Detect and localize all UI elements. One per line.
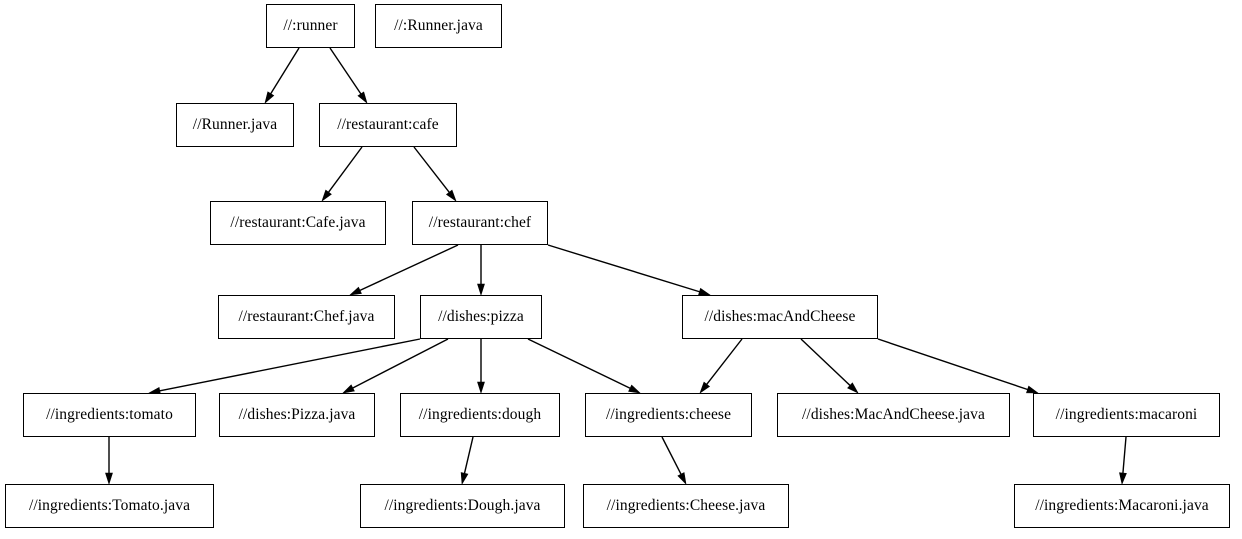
graph-node-restaurant_chef_java: //restaurant:Chef.java — [218, 295, 395, 339]
graph-node-runner_java: //Runner.java — [176, 103, 294, 147]
graph-node-ing_cheese_java: //ingredients:Cheese.java — [583, 484, 789, 528]
graph-node-dishes_mac_java: //dishes:MacAndCheese.java — [777, 393, 1010, 437]
graph-node-restaurant_cafe_java: //restaurant:Cafe.java — [210, 201, 386, 245]
graph-node-label: //restaurant:cafe — [337, 116, 439, 134]
graph-edge-runner-to-restaurant_cafe — [329, 47, 368, 104]
graph-node-dishes_pizza: //dishes:pizza — [420, 295, 542, 339]
graph-node-runner: //:runner — [266, 4, 355, 48]
graph-node-label: //ingredients:Tomato.java — [28, 497, 191, 515]
graph-node-dishes_pizza_java: //dishes:Pizza.java — [219, 393, 375, 437]
graph-node-label: //restaurant:Chef.java — [238, 308, 375, 326]
graph-edge-restaurant_chef-to-dishes_macandcheese — [547, 244, 711, 296]
graph-node-ing_dough_java: //ingredients:Dough.java — [360, 484, 565, 528]
graph-edge-restaurant_cafe-to-restaurant_chef — [413, 146, 457, 202]
graph-node-label: //dishes:Pizza.java — [238, 406, 356, 424]
graph-edge-dishes_macandcheese-to-dishes_mac_java — [800, 338, 859, 394]
graph-node-ing_macaroni: //ingredients:macaroni — [1033, 393, 1220, 437]
graph-node-restaurant_cafe: //restaurant:cafe — [319, 103, 457, 147]
graph-node-ing_macaroni_java: //ingredients:Macaroni.java — [1014, 484, 1230, 528]
graph-edge-ing_dough-to-ing_dough_java — [460, 436, 474, 485]
graph-node-label: //restaurant:chef — [428, 214, 532, 232]
graph-node-label: //ingredients:macaroni — [1055, 406, 1198, 424]
graph-node-label: //restaurant:Cafe.java — [230, 214, 366, 232]
graph-edge-runner-to-runner_java — [264, 47, 300, 104]
graph-node-label: //dishes:pizza — [438, 308, 524, 326]
graph-edge-restaurant_cafe-to-restaurant_cafe_java — [321, 146, 363, 202]
graph-node-dishes_macandcheese: //dishes:macAndCheese — [682, 295, 878, 339]
graph-node-restaurant_chef: //restaurant:chef — [412, 201, 548, 245]
graph-edge-dishes_pizza-to-ing_dough — [477, 339, 485, 394]
graph-node-label: //ingredients:Cheese.java — [606, 497, 766, 515]
graph-node-label: //:Runner.java — [394, 17, 483, 35]
graph-edge-dishes_macandcheese-to-ing_macaroni — [877, 338, 1039, 394]
graph-node-ing_tomato: //ingredients:tomato — [23, 393, 196, 437]
graph-edge-ing_cheese-to-ing_cheese_java — [661, 436, 687, 485]
graph-node-label: //ingredients:Dough.java — [384, 497, 541, 515]
graph-node-label: //dishes:MacAndCheese.java — [802, 406, 985, 424]
graph-node-ing_tomato_java: //ingredients:Tomato.java — [5, 484, 214, 528]
graph-node-label: //:runner — [283, 17, 338, 35]
graph-edge-restaurant_chef-to-restaurant_chef_java — [349, 244, 459, 296]
graph-node-label: //dishes:macAndCheese — [704, 308, 856, 326]
graph-edge-ing_macaroni-to-ing_macaroni_java — [1119, 436, 1127, 485]
graph-edge-ing_tomato-to-ing_tomato_java — [105, 437, 113, 485]
graph-node-label: //ingredients:cheese — [605, 406, 732, 424]
graph-node-label: //ingredients:dough — [418, 406, 542, 424]
graph-node-label: //ingredients:Macaroni.java — [1035, 497, 1209, 515]
graph-edge-restaurant_chef-to-dishes_pizza — [477, 245, 485, 296]
graph-edge-dishes_pizza-to-ing_cheese — [527, 338, 641, 394]
graph-edge-dishes_pizza-to-ing_tomato — [148, 338, 421, 395]
graph-node-ing_dough: //ingredients:dough — [400, 393, 560, 437]
graph-node-runner_java_root: //:Runner.java — [375, 4, 502, 48]
graph-node-label: //Runner.java — [192, 116, 278, 134]
graph-edge-dishes_macandcheese-to-ing_cheese — [699, 338, 743, 394]
graph-edge-dishes_pizza-to-dishes_pizza_java — [342, 338, 449, 394]
graph-node-ing_cheese: //ingredients:cheese — [585, 393, 752, 437]
graph-node-label: //ingredients:tomato — [46, 406, 173, 424]
